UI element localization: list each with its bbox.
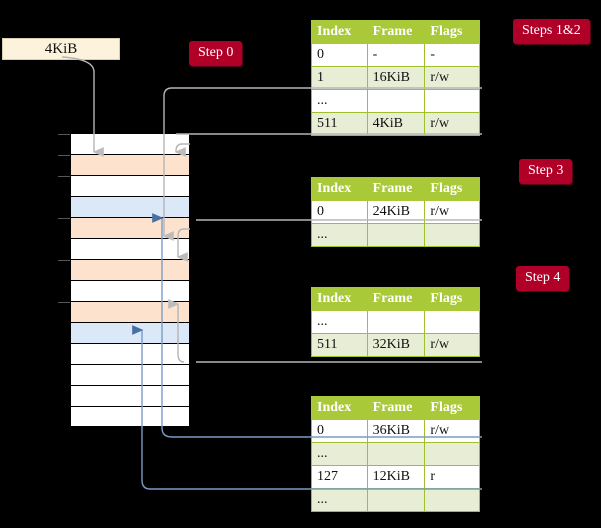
column-header-frame: Frame: [366, 396, 426, 420]
cell-index: ...: [311, 310, 368, 334]
cell-flags: [424, 488, 480, 512]
badge-step-3-label: Step 3: [528, 163, 564, 178]
column-header-index: Index: [311, 396, 368, 420]
cell-index: 511: [311, 333, 368, 357]
column-header-index: Index: [311, 287, 368, 311]
cell-flags: r/w: [424, 66, 480, 90]
cell-frame: 12KiB: [366, 465, 426, 489]
cell-flags: [424, 89, 480, 113]
memory-frame-7: [70, 280, 190, 301]
cell-index: ...: [311, 223, 368, 247]
column-header-flags: Flags: [424, 396, 480, 420]
cell-flags: [424, 310, 480, 334]
badge-step-4: Step 4: [516, 266, 570, 291]
cell-frame: 24KiB: [366, 200, 426, 224]
column-header-flags: Flags: [424, 177, 480, 201]
column-header-flags: Flags: [424, 287, 480, 311]
cell-index: 1: [311, 66, 368, 90]
cell-index: 0: [311, 419, 368, 443]
cell-frame: 4KiB: [366, 112, 426, 136]
cell-frame: -: [366, 43, 426, 67]
memory-frame-3: [70, 196, 190, 217]
cell-frame: 36KiB: [366, 419, 426, 443]
table-row: 0--: [311, 43, 480, 67]
column-header-index: Index: [311, 177, 368, 201]
memory-frame-13: [70, 406, 190, 427]
table-row: ...: [311, 488, 480, 512]
memory-tick: [58, 218, 72, 219]
cell-flags: r/w: [424, 200, 480, 224]
badge-steps-1-2-label: Steps 1&2: [522, 23, 581, 38]
column-header-frame: Frame: [366, 20, 426, 44]
badge-step-4-label: Step 4: [525, 270, 561, 285]
column-header-frame: Frame: [366, 287, 426, 311]
memory-frame-5: [70, 238, 190, 259]
cell-flags: -: [424, 43, 480, 67]
memory-frame-4: [70, 217, 190, 238]
cell-frame: 32KiB: [366, 333, 426, 357]
badge-step-0-label: Step 0: [198, 45, 234, 60]
column-header-frame: Frame: [366, 177, 426, 201]
memory-frame-1: [70, 154, 190, 175]
cell-frame: 16KiB: [366, 66, 426, 90]
cell-frame: [366, 223, 426, 247]
column-header-index: Index: [311, 20, 368, 44]
badge-step-3: Step 3: [519, 159, 573, 184]
cell-index: 127: [311, 465, 368, 489]
cell-index: 0: [311, 43, 368, 67]
page-size-label: 4KiB: [44, 40, 78, 57]
cell-frame: [366, 89, 426, 113]
cell-flags: r/w: [424, 419, 480, 443]
cell-index: 0: [311, 200, 368, 224]
cell-flags: [424, 442, 480, 466]
cell-flags: [424, 223, 480, 247]
column-header-flags: Flags: [424, 20, 480, 44]
memory-frame-11: [70, 364, 190, 385]
cell-index: ...: [311, 89, 368, 113]
memory-tick: [58, 260, 72, 261]
badge-steps-1-2: Steps 1&2: [513, 19, 590, 44]
table-row: ...: [311, 310, 480, 334]
memory-tick: [58, 302, 72, 303]
physical-memory-column: [70, 133, 190, 427]
table-row: ...: [311, 223, 480, 247]
memory-frame-6: [70, 259, 190, 280]
cell-flags: r/w: [424, 333, 480, 357]
memory-tick: [58, 176, 72, 177]
cell-index: ...: [311, 488, 368, 512]
cell-index: ...: [311, 442, 368, 466]
badge-step-0: Step 0: [189, 41, 243, 66]
memory-frame-0: [70, 133, 190, 154]
cell-frame: [366, 442, 426, 466]
cell-flags: r: [424, 465, 480, 489]
table-row: ...: [311, 442, 480, 466]
memory-frame-9: [70, 322, 190, 343]
memory-tick: [58, 155, 72, 156]
memory-frame-2: [70, 175, 190, 196]
memory-frame-12: [70, 385, 190, 406]
cell-frame: [366, 310, 426, 334]
cell-flags: r/w: [424, 112, 480, 136]
memory-frame-10: [70, 343, 190, 364]
page-size-box: 4KiB: [2, 38, 120, 60]
cell-frame: [366, 488, 426, 512]
cell-index: 511: [311, 112, 368, 136]
memory-frame-8: [70, 301, 190, 322]
table-row: ...: [311, 89, 480, 113]
